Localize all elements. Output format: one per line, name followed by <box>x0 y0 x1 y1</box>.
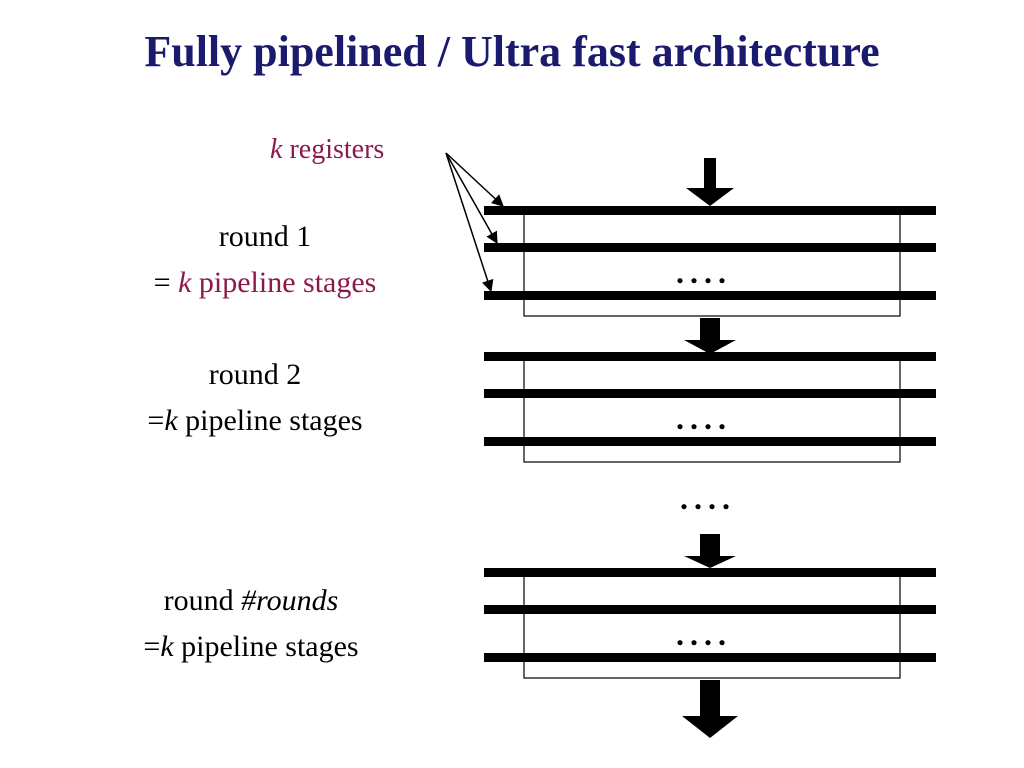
round-2-label: round 2 =k pipeline stages <box>90 352 420 444</box>
ellipsis-between-rounds: .... <box>680 480 736 516</box>
ellipsis-round-1: .... <box>676 254 732 290</box>
round-n-italic: #rounds <box>241 584 339 617</box>
input-arrow <box>686 158 734 206</box>
round-2-register-3 <box>484 437 936 446</box>
round-2-register-1 <box>484 352 936 361</box>
registers-k: k <box>270 134 283 165</box>
stage-arrow-1-2 <box>684 318 736 354</box>
round-n-block <box>484 568 936 679</box>
round-n-register-3 <box>484 653 936 662</box>
slide-title: Fully pipelined / Ultra fast architectur… <box>144 27 880 76</box>
round-2-title: round 2 <box>208 358 302 391</box>
round-2-register-2 <box>484 389 936 398</box>
round-n-k: k <box>160 630 174 663</box>
round-2-k: k <box>164 404 178 437</box>
round-n-stages: =k pipeline stages <box>143 630 359 663</box>
round-1-k: k <box>178 266 192 299</box>
ellipsis-round-n: .... <box>676 616 732 652</box>
registers-label: k registers <box>270 132 384 168</box>
round-1-title: round 1 <box>218 220 312 253</box>
stage-arrow-dots-n <box>684 534 736 568</box>
pointer-arrow-2 <box>445 152 498 245</box>
round-1-register-3 <box>484 291 936 300</box>
round-n-register-1 <box>484 568 936 577</box>
round-1-label: round 1 = k pipeline stages <box>100 214 430 306</box>
round-1-register-2 <box>484 243 936 252</box>
round-1-stages: = k pipeline stages <box>153 266 377 299</box>
round-2-block <box>484 352 936 463</box>
round-1-register-1 <box>484 206 936 215</box>
round-1-block <box>484 206 936 317</box>
round-1-rest: pipeline stages <box>191 266 377 299</box>
round-n-rest: pipeline stages <box>173 630 359 663</box>
output-arrow <box>682 680 738 738</box>
registers-text: registers <box>282 134 385 165</box>
round-2-stages: =k pipeline stages <box>147 404 363 437</box>
register-pointer-arrows <box>445 152 504 293</box>
round-n-label: round #rounds =k pipeline stages <box>86 578 416 670</box>
round-n-register-2 <box>484 605 936 614</box>
round-2-rest: pipeline stages <box>177 404 363 437</box>
ellipsis-round-2: .... <box>676 400 732 436</box>
pointer-arrow-3 <box>445 152 494 293</box>
pointer-arrow-1 <box>445 152 504 207</box>
round-n-title: round #rounds <box>163 584 339 617</box>
